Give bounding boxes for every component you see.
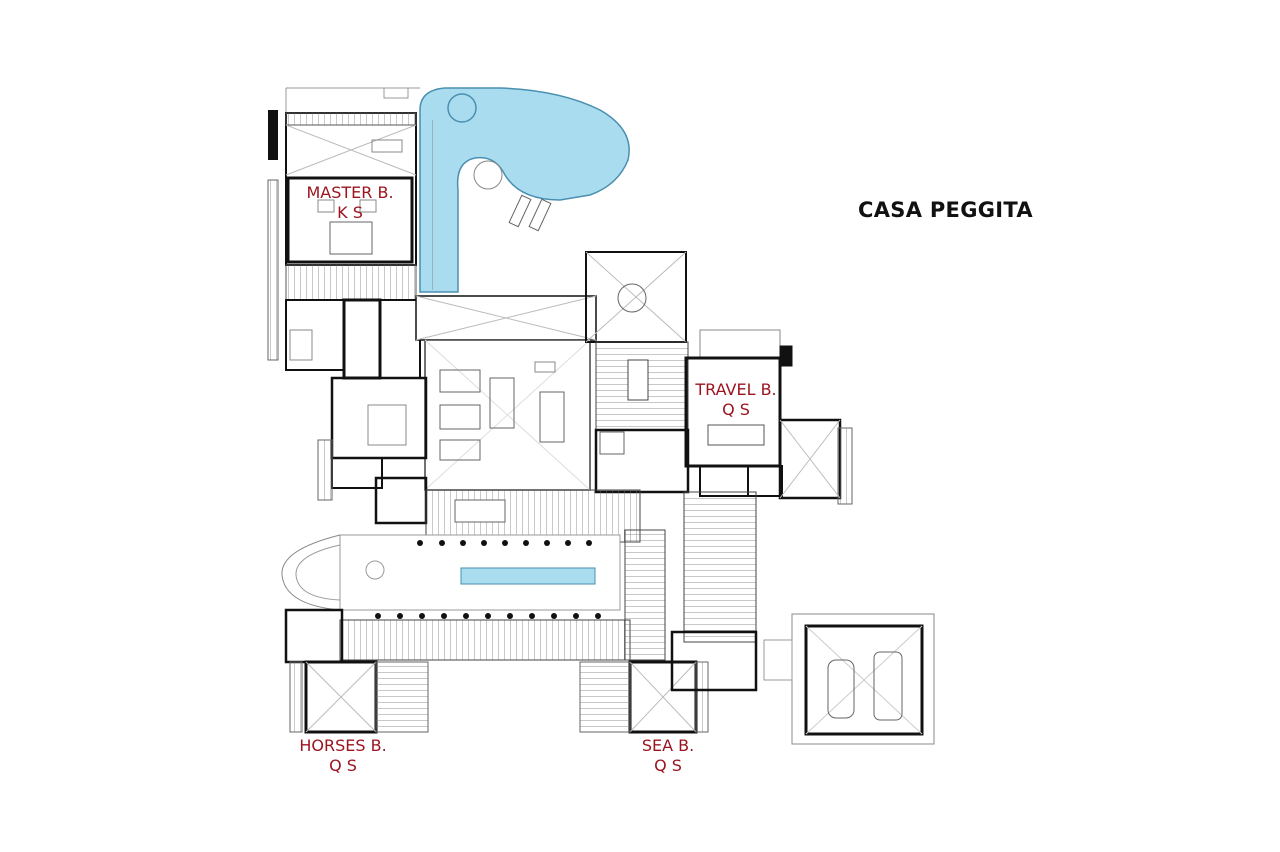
- master-bath: [285, 264, 421, 380]
- travel-bedroom-beds: Q S: [722, 400, 750, 419]
- master-bedroom-beds: K S: [337, 203, 363, 222]
- sun-loungers: [508, 194, 552, 232]
- travel-bedroom-block: [684, 329, 853, 505]
- master-bedroom-name: MASTER B.: [306, 183, 394, 202]
- travel-bedroom-name: TRAVEL B.: [695, 380, 777, 399]
- horses-bedroom-name: HORSES B.: [299, 736, 387, 755]
- garage-block: [763, 613, 935, 745]
- master-bedroom-label: MASTER B. K S: [298, 183, 402, 223]
- left-wing-rooms: [317, 376, 428, 525]
- horses-bedroom-label: HORSES B. Q S: [290, 736, 396, 776]
- horses-bedroom-beds: Q S: [329, 756, 357, 775]
- horses-bedroom-block: [284, 608, 429, 734]
- sea-bedroom-label: SEA B. Q S: [630, 736, 706, 776]
- upper-pool: [419, 87, 630, 293]
- sea-bedroom-beds: Q S: [654, 756, 682, 775]
- page-title: CASA PEGGITA: [858, 198, 1033, 222]
- sea-bedroom-block: [579, 630, 758, 734]
- sea-bedroom-name: SEA B.: [641, 736, 695, 755]
- travel-bedroom-label: TRAVEL B. Q S: [684, 380, 788, 420]
- living-dining: [415, 295, 597, 491]
- master-bedroom-block: [267, 110, 417, 361]
- kitchen-area: [585, 251, 690, 494]
- terrace: [281, 489, 757, 661]
